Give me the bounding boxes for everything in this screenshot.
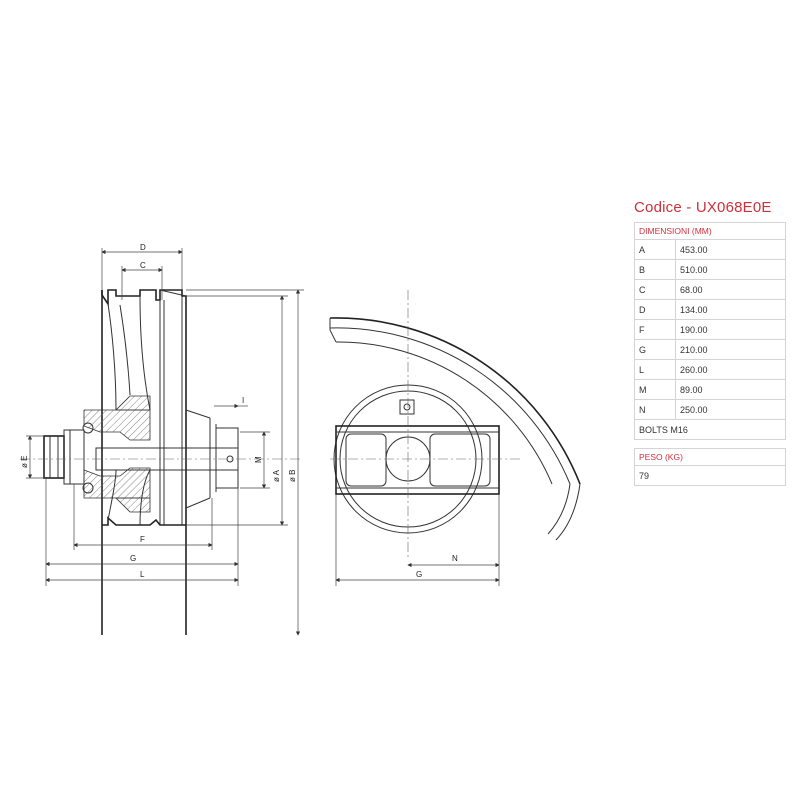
dim-value: 68.00 — [675, 279, 786, 300]
dim-key: G — [634, 339, 676, 360]
dim-value: 134.00 — [675, 299, 786, 320]
dim-label-g: G — [130, 554, 136, 563]
dim-value: 453.00 — [675, 239, 786, 260]
dim-value: 250.00 — [675, 399, 786, 420]
dim-key: D — [634, 299, 676, 320]
dim-key: B — [634, 259, 676, 280]
dimensions-header: DIMENSIONI (MM) — [634, 222, 786, 240]
weight-value: 79 — [634, 465, 786, 486]
dim-key: L — [634, 359, 676, 380]
table-row: BOLTS M16 — [634, 419, 786, 440]
weight-header: PESO (KG) — [634, 448, 786, 466]
bolts-text: BOLTS M16 — [634, 419, 786, 440]
dim-key: F — [634, 319, 676, 340]
dim-label-l: L — [140, 570, 145, 579]
dim-value: 260.00 — [675, 359, 786, 380]
dim-label-g-front: G — [416, 570, 422, 579]
dim-value: 210.00 — [675, 339, 786, 360]
dim-value: 510.00 — [675, 259, 786, 280]
dim-key: C — [634, 279, 676, 300]
dim-value: 89.00 — [675, 379, 786, 400]
section-view: D C I M ø A ø B ø E F G L — [20, 243, 304, 636]
dim-label-d: D — [140, 243, 146, 252]
dim-label-m: M — [254, 456, 263, 463]
front-view: N G — [329, 290, 581, 586]
dim-value: 190.00 — [675, 319, 786, 340]
dim-label-e: ø E — [20, 456, 29, 468]
dim-label-b: ø B — [288, 470, 297, 482]
dim-label-i: I — [242, 396, 244, 405]
dim-label-f: F — [140, 535, 145, 544]
dim-label-c: C — [140, 261, 146, 270]
dim-label-n: N — [452, 554, 458, 563]
dim-key: M — [634, 379, 676, 400]
dim-key: N — [634, 399, 676, 420]
weight-table: PESO (KG) 79 — [634, 448, 786, 486]
dim-key: A — [634, 239, 676, 260]
product-code: Codice - UX068E0E — [634, 199, 772, 216]
dim-label-a: ø A — [272, 469, 281, 482]
